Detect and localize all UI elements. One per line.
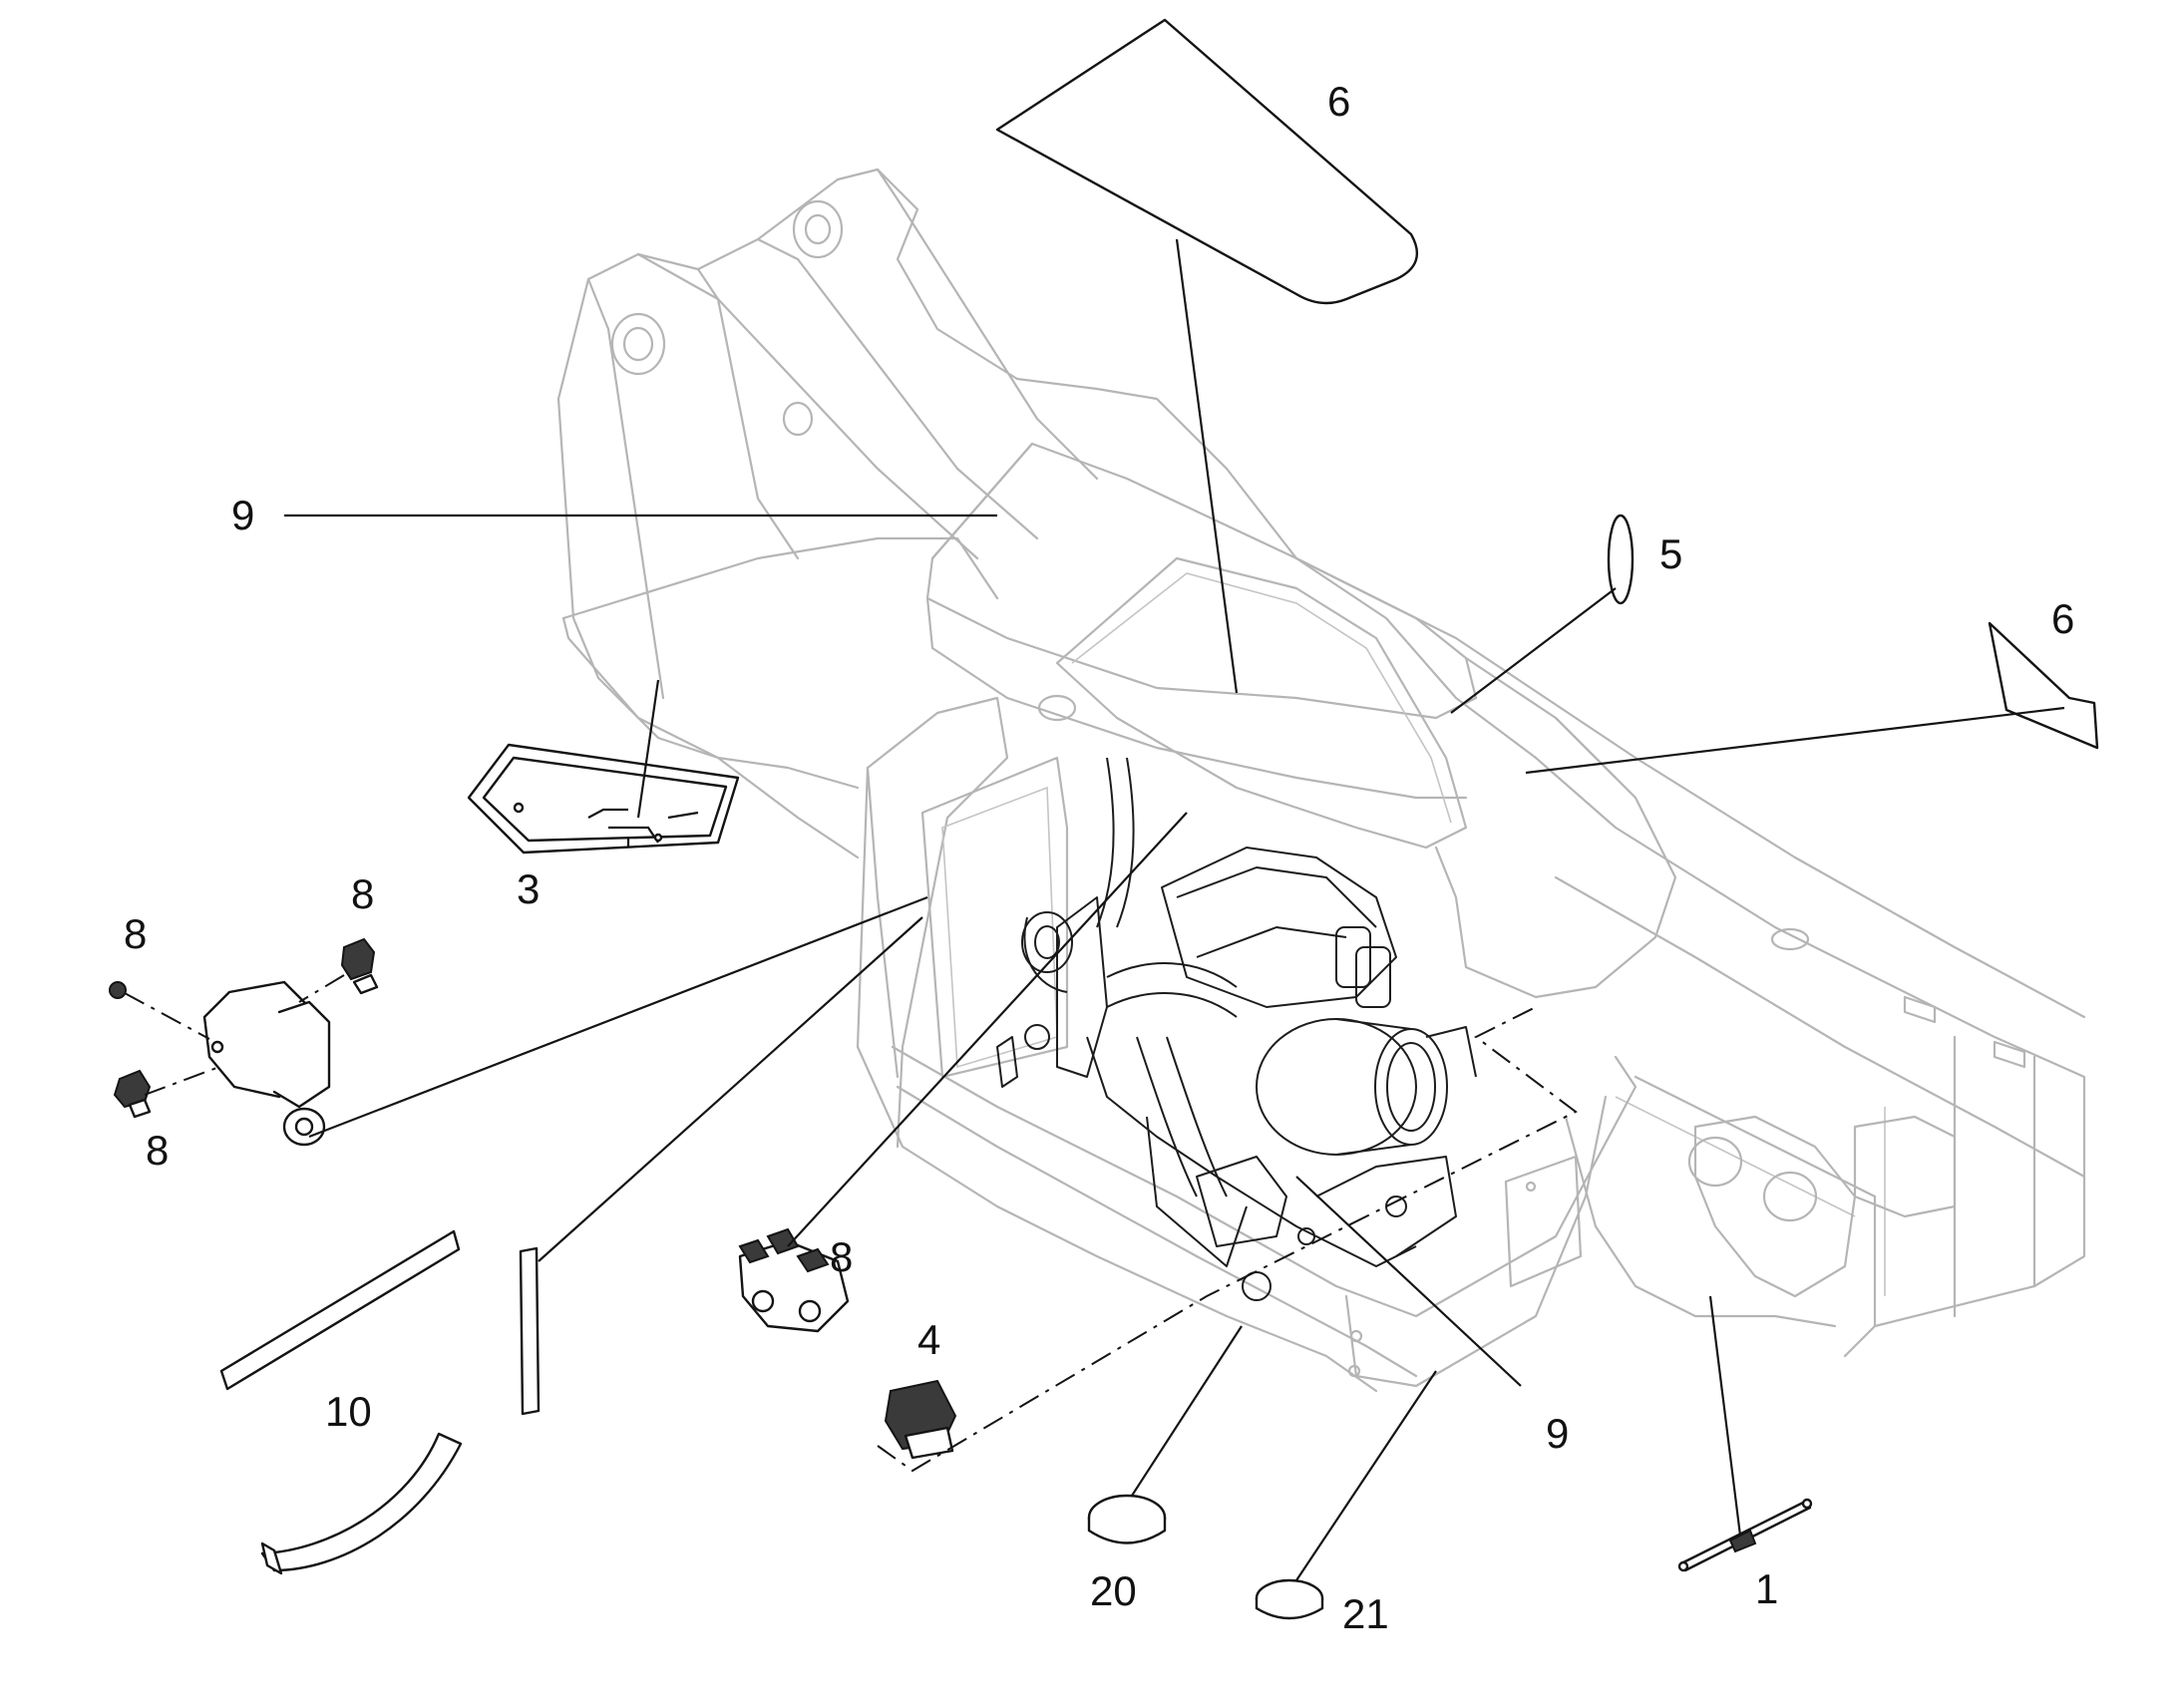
callout-9-top: 9 (231, 492, 254, 538)
fitting-8-bottom (113, 1069, 152, 1119)
callout-6-right: 6 (2051, 595, 2074, 642)
link-1 (1677, 1498, 1813, 1572)
fitting-8-top-right (340, 937, 379, 995)
callout-6-top: 6 (1327, 78, 1350, 125)
filter-4 (884, 1379, 957, 1460)
cap-20 (1087, 1494, 1167, 1544)
decal-6-top (995, 18, 1419, 305)
callout-1: 1 (1755, 1565, 1778, 1612)
callout-10: 10 (325, 1388, 372, 1435)
callout-5: 5 (1659, 530, 1682, 577)
callout-9-bottom: 9 (1546, 1410, 1569, 1457)
strip-10 (219, 1229, 541, 1575)
callout-20: 20 (1090, 1567, 1137, 1614)
engine-hood (925, 442, 1677, 999)
valve-block-8 (738, 1227, 850, 1333)
decal-5 (1607, 513, 1635, 605)
machine-frame (556, 168, 2086, 1358)
plate-3 (467, 743, 740, 854)
cap-21 (1255, 1578, 1324, 1620)
callout-8-a: 8 (351, 870, 374, 917)
callout-3: 3 (517, 865, 540, 912)
callout-labels: 6 9 5 6 3 8 8 8 8 4 10 9 20 21 1 (124, 78, 2074, 1637)
callout-21: 21 (1342, 1590, 1389, 1637)
leader-lines (124, 238, 2065, 1581)
callout-8-c: 8 (146, 1127, 169, 1174)
fitting-8-top-left (109, 981, 127, 999)
callout-8-b: 8 (124, 910, 147, 957)
pump-8 (202, 980, 331, 1147)
callout-4: 4 (917, 1316, 940, 1363)
decal-6-right (1988, 621, 2099, 750)
engine-assembly (996, 757, 1477, 1301)
callout-8-d: 8 (830, 1233, 853, 1280)
